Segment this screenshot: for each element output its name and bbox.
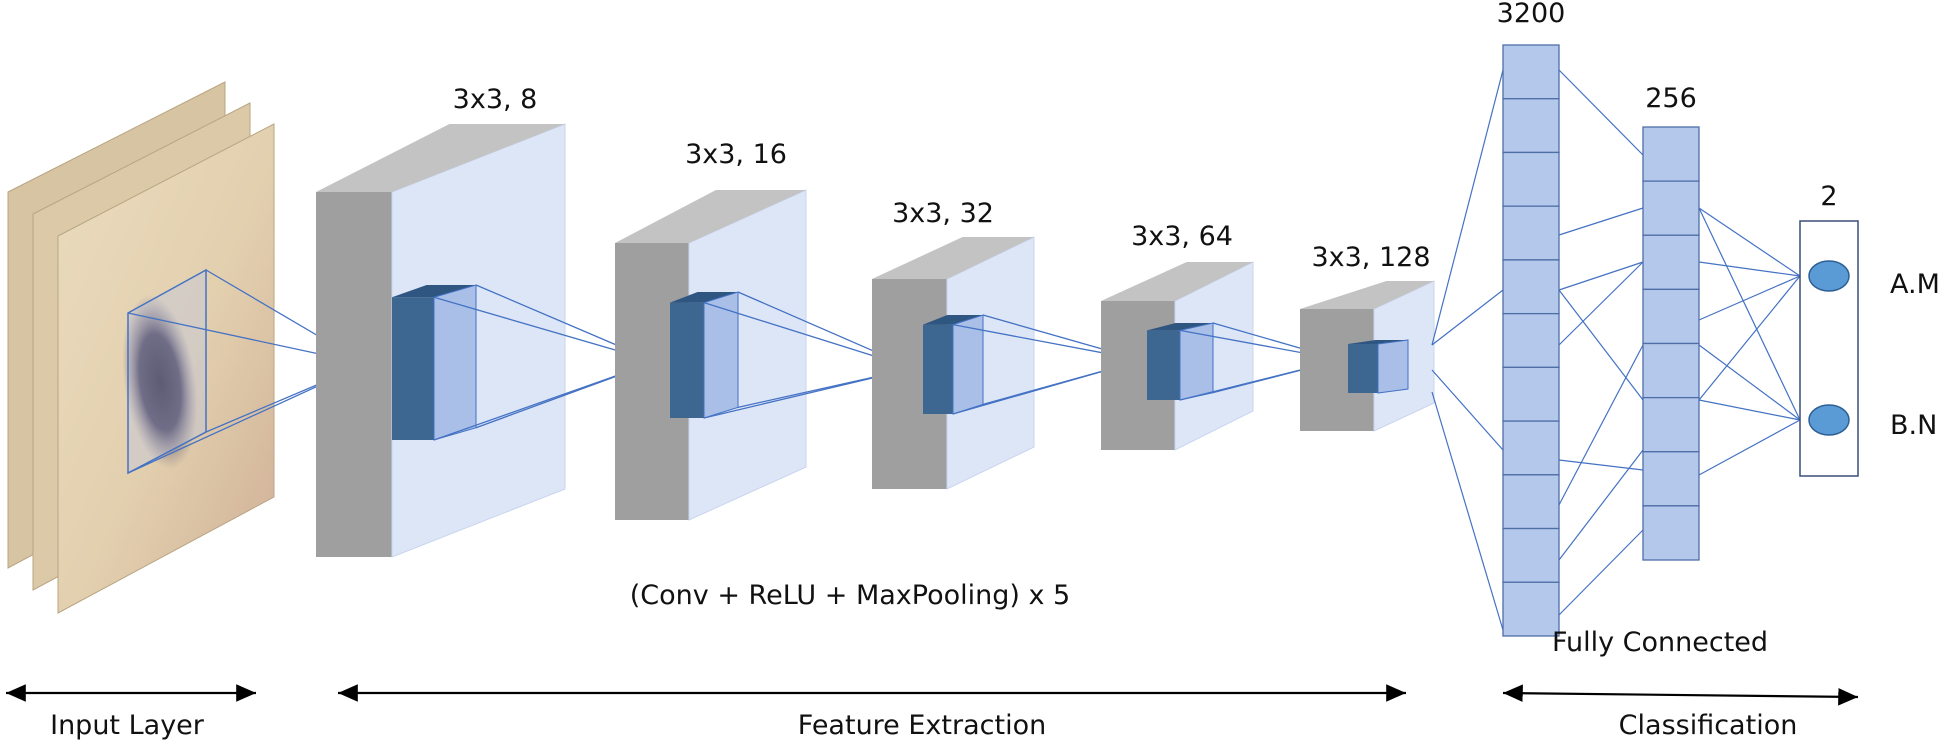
fc-neuron-cell bbox=[1502, 312, 1560, 369]
output-neuron bbox=[1808, 404, 1850, 436]
classification-arrow bbox=[1502, 684, 1859, 706]
input-image-stack bbox=[7, 81, 367, 614]
fc-neuron-cell bbox=[1502, 420, 1560, 476]
conv-layer-label: 3x3, 8 bbox=[453, 84, 538, 115]
output-label-am: A.M bbox=[1890, 269, 1940, 300]
fc-neuron-cell bbox=[1502, 366, 1560, 422]
fc-connection-lines bbox=[1431, 69, 1801, 631]
kernel-cube-side bbox=[1348, 344, 1378, 393]
fc-layer-2: 256 bbox=[1642, 83, 1700, 561]
skin-lesion bbox=[122, 294, 198, 470]
fc-neuron-cell bbox=[1502, 44, 1560, 100]
fc-layer-label: 2 bbox=[1820, 181, 1837, 212]
fc-neuron-cell bbox=[1502, 98, 1560, 154]
fc-neuron-cell bbox=[1642, 451, 1700, 507]
conv-block-top bbox=[1300, 281, 1434, 309]
output-layer-box bbox=[1799, 220, 1859, 477]
fc-neuron-cell bbox=[1642, 396, 1700, 453]
fc-layer-3: 2 bbox=[1799, 181, 1859, 477]
conv-layers-group: 3x3, 8 3x3, 16 3x3, 32 3x3, 64 3x3, 128 bbox=[316, 84, 1435, 558]
conv-block-top bbox=[615, 190, 806, 243]
conv-layer-label: 3x3, 32 bbox=[892, 198, 994, 229]
kernel-cube-side bbox=[392, 297, 434, 440]
kernel-cube-side bbox=[923, 324, 953, 414]
conv-layer-label: 3x3, 128 bbox=[1311, 242, 1430, 273]
conv-block-side bbox=[316, 192, 392, 557]
section-arrows bbox=[6, 684, 1859, 706]
kernel-cube-top bbox=[1348, 340, 1408, 344]
conv-block-1: 3x3, 8 bbox=[316, 84, 656, 558]
section-label-feature-extraction: Feature Extraction bbox=[798, 710, 1046, 741]
kernel-cube-side bbox=[670, 302, 704, 418]
fc-caption: Fully Connected bbox=[1552, 627, 1768, 658]
conv-block-front bbox=[688, 189, 807, 521]
kernel-cube-top bbox=[670, 292, 738, 303]
fc-neuron-cell bbox=[1642, 126, 1700, 182]
conv-caption: (Conv + ReLU + MaxPooling) x 5 bbox=[630, 580, 1070, 611]
output-neuron bbox=[1808, 260, 1850, 292]
fc-neuron-cell bbox=[1502, 205, 1560, 261]
kernel-cube-top bbox=[1147, 323, 1213, 331]
fc-layer-1: 3200 bbox=[1497, 0, 1566, 637]
kernel-cube-top bbox=[392, 285, 476, 298]
kernel-cube-front bbox=[1377, 339, 1409, 394]
conv-block-side bbox=[1300, 309, 1374, 431]
kernel-cube-side bbox=[1147, 330, 1180, 400]
fc-layers-group: 3200 256 2 bbox=[1497, 0, 1859, 637]
fc-neuron-cell bbox=[1502, 474, 1560, 530]
conv-layer-label: 3x3, 16 bbox=[685, 139, 787, 170]
conv-block-4: 3x3, 64 bbox=[1101, 221, 1341, 451]
fc-neuron-cell bbox=[1502, 527, 1560, 583]
section-label-classification: Classification bbox=[1619, 710, 1798, 741]
conv-block-top bbox=[872, 237, 1034, 279]
fc-neuron-cell bbox=[1502, 151, 1560, 207]
kernel-cube-top bbox=[923, 315, 983, 325]
conv-block-2: 3x3, 16 bbox=[615, 139, 914, 521]
fc-neuron-cell bbox=[1642, 288, 1700, 345]
conv-block-5: 3x3, 128 bbox=[1300, 242, 1435, 432]
fc-neuron-cell bbox=[1502, 259, 1560, 315]
fc-neuron-cell bbox=[1642, 234, 1700, 291]
section-label-input: Input Layer bbox=[50, 710, 205, 741]
fc-neuron-cell bbox=[1502, 581, 1560, 637]
fc-neuron-cell bbox=[1642, 505, 1700, 561]
conv-block-top bbox=[1101, 262, 1253, 301]
conv-layer-label: 3x3, 64 bbox=[1131, 221, 1233, 252]
fc-neuron-cell bbox=[1642, 342, 1700, 399]
fc-layer-label: 256 bbox=[1645, 83, 1697, 114]
kernel-cube-front bbox=[1179, 322, 1214, 401]
conv-block-3: 3x3, 32 bbox=[872, 198, 1142, 490]
conv-block-top bbox=[316, 124, 565, 192]
kernel-cube-front bbox=[703, 291, 739, 419]
fc-neuron-cell bbox=[1642, 180, 1700, 236]
fc-layer-label: 3200 bbox=[1497, 0, 1566, 29]
output-label-bn: B.N bbox=[1890, 410, 1937, 441]
